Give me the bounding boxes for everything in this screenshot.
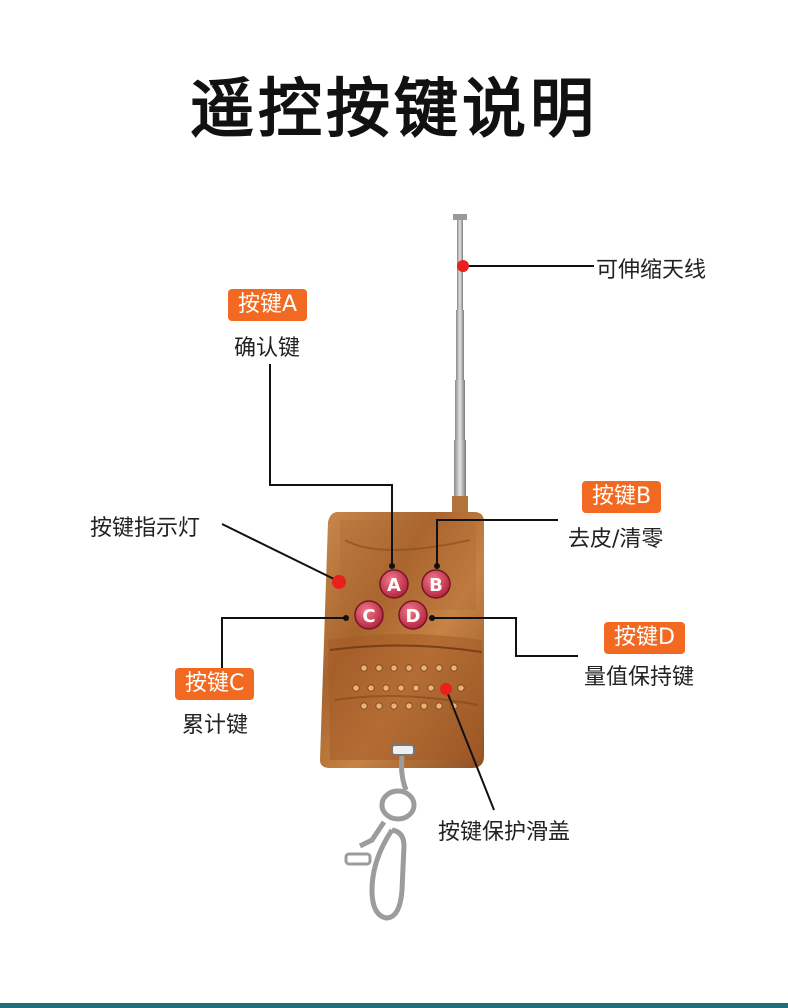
cover-dot <box>390 702 398 710</box>
cover-dot <box>382 684 390 692</box>
button-d-label: D <box>406 606 421 627</box>
button-c-label: C <box>362 606 375 627</box>
cover-dot <box>450 664 458 672</box>
button-a-description: 确认键 <box>234 336 301 361</box>
cover-dot <box>397 684 405 692</box>
cover-label: 按键保护滑盖 <box>438 820 571 845</box>
keychain <box>344 744 417 921</box>
button-c-badge: 按键C <box>175 668 255 700</box>
cover-dot <box>367 684 375 692</box>
cover-dot <box>405 702 413 710</box>
button-a-badge: 按键A <box>228 289 308 321</box>
button-d[interactable]: D <box>398 600 428 630</box>
remote-body <box>320 512 484 768</box>
marker-dots <box>332 260 469 695</box>
button-a[interactable]: A <box>379 569 409 599</box>
button-b-label: B <box>429 575 443 596</box>
button-c[interactable]: C <box>354 600 384 630</box>
button-a-label: A <box>387 575 401 596</box>
cover-dot <box>390 664 398 672</box>
antenna-label: 可伸缩天线 <box>596 258 707 283</box>
cover-dot <box>435 664 443 672</box>
leader-lines <box>221 265 594 811</box>
cover-dot <box>457 684 465 692</box>
cover-dot <box>352 684 360 692</box>
button-d-description: 量值保持键 <box>584 665 695 690</box>
cover-dot <box>360 664 368 672</box>
cover-dot <box>427 684 435 692</box>
button-d-badge: 按键D <box>604 622 685 654</box>
cover-dot <box>375 702 383 710</box>
antenna <box>452 214 468 516</box>
cover-dot <box>420 664 428 672</box>
indicator-label: 按键指示灯 <box>90 516 201 541</box>
cover-dot <box>375 664 383 672</box>
cover-dot <box>412 684 420 692</box>
button-c-description: 累计键 <box>182 713 249 738</box>
button-b-description: 去皮/清零 <box>568 527 664 552</box>
bottom-bar <box>0 1003 788 1008</box>
button-b-badge: 按键B <box>582 481 662 513</box>
cover-dot <box>435 702 443 710</box>
cover-dot <box>405 664 413 672</box>
button-b[interactable]: B <box>421 569 451 599</box>
page-title: 遥控按键说明 <box>190 73 598 147</box>
cover-dot <box>420 702 428 710</box>
cover-dot <box>360 702 368 710</box>
